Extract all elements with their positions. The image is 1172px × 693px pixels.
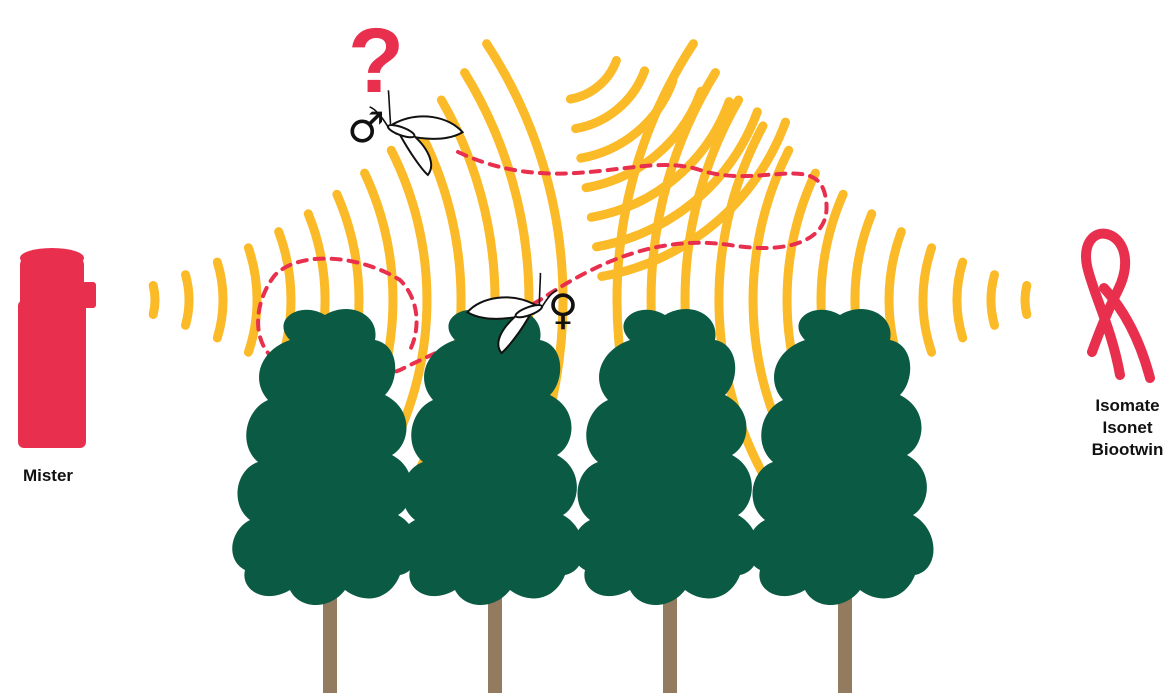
mister-label: Mister <box>8 465 88 487</box>
tree-icon <box>397 309 583 693</box>
male-symbol-icon: ♂ <box>347 103 385 152</box>
dispenser-label-isonet: Isonet <box>1080 417 1172 439</box>
twist-tie-dispenser-icon <box>1086 234 1150 378</box>
tree-icon <box>747 309 933 693</box>
tree-canopy <box>232 309 418 605</box>
scent-arc <box>570 61 616 100</box>
tree-canopy <box>572 309 758 605</box>
dispenser-label-isomate: Isomate <box>1080 395 1172 417</box>
scent-arc <box>923 248 932 352</box>
scent-arc <box>1025 286 1027 315</box>
aerosol-mister-icon <box>18 248 96 448</box>
scent-arc <box>991 275 994 326</box>
tree-icon <box>232 309 418 693</box>
tree-canopy <box>747 309 933 605</box>
scent-arc <box>217 262 223 338</box>
question-mark-icon: ? <box>348 10 404 112</box>
dispenser-label-biootwin: Biootwin <box>1080 439 1172 461</box>
dispenser-labels: Isomate Isonet Biootwin <box>1080 395 1172 461</box>
scent-arc <box>186 275 189 326</box>
scent-arc <box>248 248 257 352</box>
tree-row <box>232 309 933 693</box>
scent-arc <box>957 262 963 338</box>
tree-icon <box>572 309 758 693</box>
scent-arc <box>153 286 155 315</box>
